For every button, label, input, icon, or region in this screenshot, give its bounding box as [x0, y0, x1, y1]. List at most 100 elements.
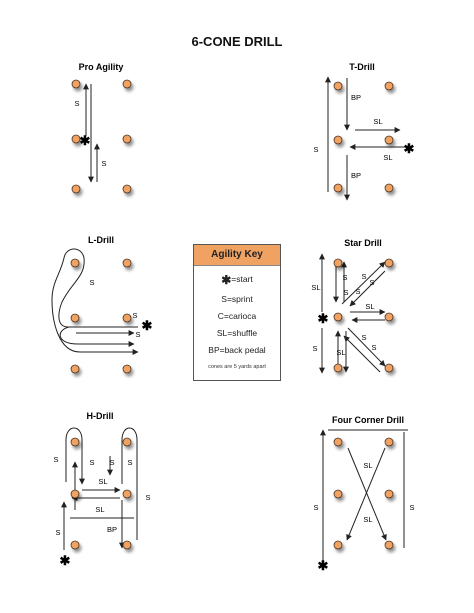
sprint-arrow [349, 270, 386, 307]
path-label: SL [365, 302, 374, 311]
key-start: ✱=start [194, 273, 280, 287]
drill-title: L-Drill [88, 235, 114, 245]
cone-icon [71, 79, 81, 89]
key-sprint: S=sprint [221, 294, 253, 304]
shuffle-arrow [346, 447, 386, 541]
path-label: S [145, 493, 150, 502]
path-label: S [53, 455, 58, 464]
cone-icon [122, 364, 132, 374]
cone-icon [333, 183, 343, 193]
path-label: SL [373, 117, 382, 126]
drill-paths [51, 248, 139, 355]
sprint-arrow [121, 427, 138, 494]
cone-icon [70, 540, 80, 550]
path-label: S [313, 503, 318, 512]
path-label: SL [95, 505, 104, 514]
cone-icon [70, 437, 80, 447]
cone-icon [122, 489, 132, 499]
key-note: cones are 5 yards apart [208, 364, 266, 370]
cone-icon [333, 135, 343, 145]
h-drill: H-Drill S S SL S SL BP S S S [53, 411, 150, 568]
cone-group [333, 258, 394, 373]
path-label: S [135, 330, 140, 339]
four-corner-drill: Four Corner Drill SL S S SL ✱ [313, 415, 414, 573]
drill-title: Pro Agility [79, 62, 124, 72]
drill-paths [83, 83, 100, 183]
cone-icon [384, 363, 394, 373]
cone-icon [384, 540, 394, 550]
cone-icon [70, 313, 80, 323]
path-label: SL [363, 515, 372, 524]
cone-icon [70, 258, 80, 268]
cone-icon [384, 135, 394, 145]
cone-group [71, 79, 132, 194]
t-drill: T-Drill BP SL S SL BP ✱ [313, 62, 415, 201]
path-label: BP [351, 93, 361, 102]
path-label: S [371, 343, 376, 352]
cone-icon [384, 81, 394, 91]
drill-paths [61, 427, 138, 550]
path-label: S [109, 458, 114, 467]
path-label: S [101, 159, 106, 168]
path-label: BP [107, 525, 117, 534]
cone-icon [333, 81, 343, 91]
cone-group [70, 437, 132, 550]
l-drill: L-Drill S S S ✱ [51, 235, 153, 374]
path-label: S [312, 344, 317, 353]
path-label: SL [336, 348, 345, 357]
drill-title: H-Drill [87, 411, 114, 421]
asterisk-icon: ✱ [60, 553, 71, 568]
cone-icon [333, 258, 343, 268]
cone-group [333, 437, 394, 550]
cone-icon [384, 258, 394, 268]
cone-group [333, 81, 394, 193]
asterisk-icon: ✱ [221, 273, 232, 287]
asterisk-icon: ✱ [142, 318, 153, 333]
path-label: SL [311, 283, 320, 292]
cone-icon [71, 184, 81, 194]
drill-paths [325, 76, 405, 201]
path-label: S [361, 272, 366, 281]
sprint-arrow [58, 248, 138, 328]
cone-icon [333, 489, 343, 499]
path-label: S [343, 288, 348, 297]
path-label: S [313, 145, 318, 154]
cone-icon [71, 134, 81, 144]
path-label: S [127, 458, 132, 467]
cone-icon [122, 258, 132, 268]
asterisk-icon: ✱ [318, 558, 329, 573]
drill-title: T-Drill [349, 62, 375, 72]
agility-key-title: Agility Key [194, 245, 280, 266]
drill-title: Star Drill [344, 238, 382, 248]
drill-paths [319, 253, 386, 374]
cone-icon [384, 312, 394, 322]
path-label: S [132, 311, 137, 320]
cone-icon [70, 364, 80, 374]
path-label: S [342, 273, 347, 282]
path-label: S [74, 99, 79, 108]
cone-icon [122, 540, 132, 550]
path-label: S [55, 528, 60, 537]
drill-title: Four Corner Drill [332, 415, 404, 425]
sprint-arrow [65, 427, 85, 485]
path-label: S [369, 278, 374, 287]
path-label: S [409, 503, 414, 512]
key-backpedal: BP=back pedal [208, 345, 266, 355]
cone-icon [384, 489, 394, 499]
cone-icon [333, 363, 343, 373]
path-label: S [89, 458, 94, 467]
sprint-arrow [51, 257, 139, 355]
cone-icon [333, 540, 343, 550]
cone-icon [122, 313, 132, 323]
cone-icon [333, 312, 343, 322]
path-label: S [89, 278, 94, 287]
key-carioca: C=carioca [217, 311, 257, 321]
asterisk-icon: ✱ [404, 141, 415, 156]
pro-agility-drill: Pro Agility S S ✱ [71, 62, 132, 194]
cone-icon [122, 79, 132, 89]
cone-icon [384, 437, 394, 447]
cone-icon [333, 437, 343, 447]
shuffle-arrow [347, 447, 387, 541]
cone-icon [70, 489, 80, 499]
sprint-arrow [343, 335, 381, 373]
